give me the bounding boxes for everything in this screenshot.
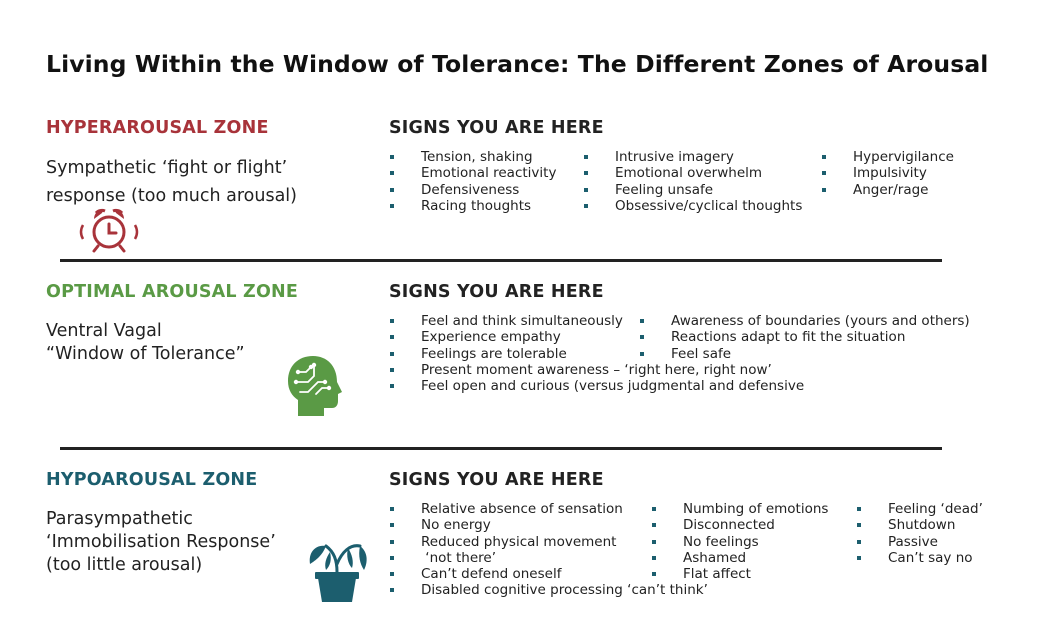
bullet-icon — [584, 171, 588, 176]
list-item: Intrusive imagery — [583, 149, 802, 165]
hypoarousal-signs-title: SIGNS YOU ARE HERE — [389, 470, 604, 490]
list-item: Feeling unsafe — [583, 182, 802, 198]
brain-head-icon — [288, 356, 342, 416]
hypoarousal-signs-col3: Feeling ‘dead’ Shutdown Passive Can’t sa… — [856, 501, 983, 566]
list-item: Numbing of emotions — [651, 501, 828, 517]
list-item: Relative absence of sensation — [389, 501, 708, 517]
list-item: Can’t defend oneself — [389, 566, 708, 582]
list-item: Ashamed — [651, 550, 828, 566]
hypoarousal-zone-title: HYPOAROUSAL ZONE — [46, 470, 258, 490]
wilted-plant-icon — [309, 544, 367, 602]
section-divider — [60, 447, 942, 450]
list-item: Hypervigilance — [821, 149, 954, 165]
bullet-icon — [390, 203, 394, 208]
hyperarousal-signs-col3: Hypervigilance Impulsivity Anger/rage — [821, 149, 954, 198]
bullet-icon — [822, 187, 826, 192]
bullet-icon — [390, 588, 394, 593]
list-item: Impulsivity — [821, 165, 954, 181]
list-item: No feelings — [651, 534, 828, 550]
optimal-signs-col1: Feel and think simultaneously Experience… — [389, 313, 804, 394]
hypoarousal-signs-col1: Relative absence of sensation No energy … — [389, 501, 708, 599]
bullet-icon — [390, 523, 394, 528]
list-item: Racing thoughts — [389, 198, 556, 214]
hyperarousal-zone-title: HYPERAROUSAL ZONE — [46, 118, 269, 138]
list-item: Present moment awareness – ‘right here, … — [389, 362, 804, 378]
list-item: Can’t say no — [856, 550, 983, 566]
bullet-icon — [390, 319, 394, 323]
bullet-icon — [584, 203, 588, 208]
bullet-icon — [390, 507, 394, 511]
optimal-signs-col2: Awareness of boundaries (yours and other… — [639, 313, 970, 362]
bullet-icon — [640, 351, 644, 356]
hyperarousal-desc-line: response (too much arousal) — [46, 186, 297, 206]
list-item: Emotional reactivity — [389, 165, 556, 181]
list-item: Feelings are tolerable — [389, 346, 804, 362]
bullet-icon — [822, 171, 826, 176]
bullet-icon — [640, 319, 644, 323]
bullet-icon — [857, 507, 861, 511]
hypoarousal-desc-line: (too little arousal) — [46, 555, 203, 575]
hypoarousal-desc-line: Parasympathetic — [46, 509, 193, 529]
bullet-icon — [390, 171, 394, 176]
bullet-icon — [652, 539, 656, 544]
list-item: Disconnected — [651, 517, 828, 533]
bullet-icon — [390, 187, 394, 192]
bullet-icon — [652, 555, 656, 560]
bullet-icon — [857, 523, 861, 528]
bullet-icon — [640, 335, 644, 340]
list-item: Feeling ‘dead’ — [856, 501, 983, 517]
list-item: Feel and think simultaneously — [389, 313, 804, 329]
hypoarousal-desc-line: ‘Immobilisation Response’ — [46, 532, 276, 552]
list-item: Experience empathy — [389, 329, 804, 345]
list-item: Shutdown — [856, 517, 983, 533]
bullet-icon — [390, 351, 394, 356]
alarm-clock-icon — [79, 208, 139, 253]
list-item: Reduced physical movement — [389, 534, 708, 550]
bullet-icon — [652, 523, 656, 528]
bullet-icon — [390, 555, 394, 560]
bullet-icon — [652, 507, 656, 511]
list-item: No energy — [389, 517, 708, 533]
list-item: Obsessive/cyclical thoughts — [583, 198, 802, 214]
bullet-icon — [390, 539, 394, 544]
list-item: ‘not there’ — [389, 550, 708, 566]
bullet-icon — [857, 555, 861, 560]
hyperarousal-signs-col2: Intrusive imagery Emotional overwhelm Fe… — [583, 149, 802, 214]
optimal-signs-title: SIGNS YOU ARE HERE — [389, 282, 604, 302]
bullet-icon — [584, 187, 588, 192]
bullet-icon — [390, 155, 394, 159]
page-title: Living Within the Window of Tolerance: T… — [46, 50, 989, 78]
bullet-icon — [390, 384, 394, 389]
list-item: Disabled cognitive processing ‘can’t thi… — [389, 582, 708, 598]
list-item: Anger/rage — [821, 182, 954, 198]
bullet-icon — [390, 367, 394, 372]
hyperarousal-description: Sympathetic ‘fight or flight’ response (… — [46, 154, 297, 210]
hypoarousal-description: Parasympathetic ‘Immobilisation Response… — [46, 508, 276, 577]
list-item: Flat affect — [651, 566, 828, 582]
hyperarousal-signs-title: SIGNS YOU ARE HERE — [389, 118, 604, 138]
hyperarousal-desc-line: Sympathetic ‘fight or flight’ — [46, 158, 288, 178]
section-divider — [60, 259, 942, 262]
bullet-icon — [652, 572, 656, 577]
list-item: Passive — [856, 534, 983, 550]
optimal-desc-line: Ventral Vagal — [46, 321, 162, 341]
optimal-desc-line: “Window of Tolerance” — [46, 344, 245, 364]
list-item: Reactions adapt to fit the situation — [639, 329, 970, 345]
list-item: Tension, shaking — [389, 149, 556, 165]
list-item: Feel open and curious (versus judgmental… — [389, 378, 804, 394]
list-item: Awareness of boundaries (yours and other… — [639, 313, 970, 329]
optimal-description: Ventral Vagal “Window of Tolerance” — [46, 320, 245, 366]
bullet-icon — [390, 572, 394, 577]
hyperarousal-signs-col1: Tension, shaking Emotional reactivity De… — [389, 149, 556, 214]
list-item: Emotional overwhelm — [583, 165, 802, 181]
list-item: Defensiveness — [389, 182, 556, 198]
hypoarousal-signs-col2: Numbing of emotions Disconnected No feel… — [651, 501, 828, 582]
bullet-icon — [584, 155, 588, 159]
bullet-icon — [857, 539, 861, 544]
list-item: Feel safe — [639, 346, 970, 362]
bullet-icon — [390, 335, 394, 340]
optimal-zone-title: OPTIMAL AROUSAL ZONE — [46, 282, 299, 302]
bullet-icon — [822, 155, 826, 159]
